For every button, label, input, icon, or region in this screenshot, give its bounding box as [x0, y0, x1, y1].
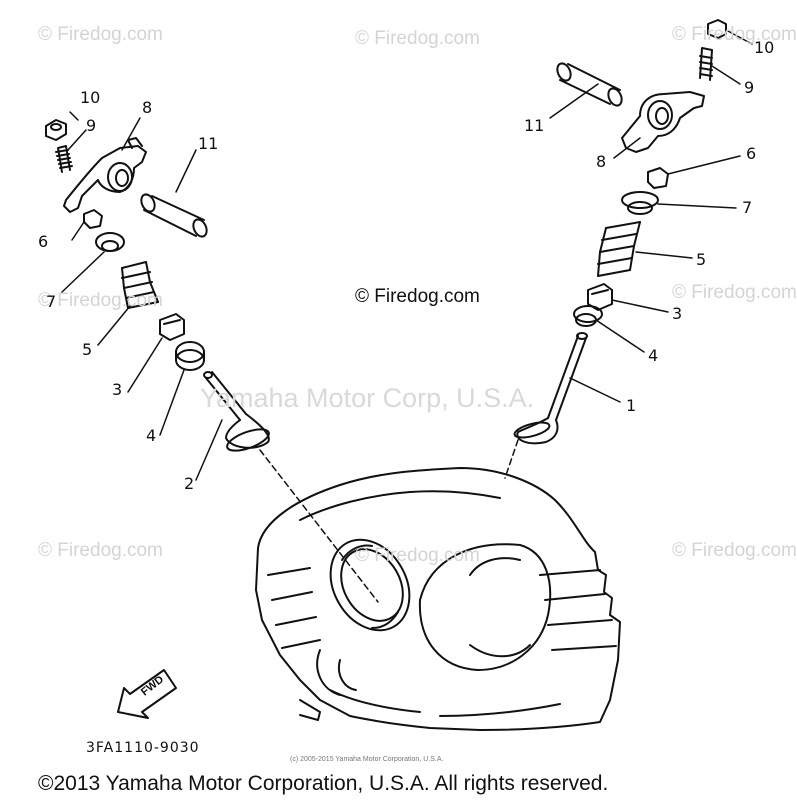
- callout-10-right: 10: [754, 38, 775, 57]
- left-valve-assembly: [45, 111, 270, 481]
- cylinder-head: [255, 467, 621, 731]
- fine-print: (c) 2005-2015 Yamaha Motor Corporation, …: [290, 756, 444, 763]
- right-valve-assembly: [513, 19, 753, 445]
- callout-6-left: 6: [38, 232, 49, 251]
- callout-7-left: 7: [46, 292, 57, 311]
- watermark-brand: Yamaha Motor Corp, U.S.A.: [200, 383, 535, 413]
- callout-3-left: 3: [112, 380, 123, 399]
- watermark: © Firedog.com: [38, 540, 163, 561]
- callout-1-right: 1: [626, 396, 637, 415]
- callout-6-right: 6: [746, 144, 757, 163]
- callout-11-right: 11: [524, 116, 545, 135]
- copyright-notice: ©2013 Yamaha Motor Corporation, U.S.A. A…: [38, 772, 609, 795]
- callout-9-right: 9: [744, 78, 755, 97]
- watermark-center: © Firedog.com: [355, 286, 480, 307]
- watermark: © Firedog.com: [38, 290, 163, 311]
- watermark: © Firedog.com: [355, 28, 480, 49]
- watermark: © Firedog.com: [355, 545, 480, 566]
- watermark: © Firedog.com: [38, 24, 163, 45]
- callout-3-right: 3: [672, 304, 683, 323]
- callout-5-left: 5: [82, 340, 93, 359]
- callout-8-left: 8: [142, 98, 153, 117]
- callout-11-left: 11: [198, 134, 219, 153]
- callout-5-right: 5: [696, 250, 707, 269]
- callout-9-left: 9: [86, 116, 97, 135]
- diagram-code: 3FA1110-9030: [86, 740, 200, 756]
- callout-8-right: 8: [596, 152, 607, 171]
- watermark: © Firedog.com: [672, 282, 797, 303]
- watermark: © Firedog.com: [672, 540, 797, 561]
- callout-7-right: 7: [742, 198, 753, 217]
- callout-4-right: 4: [648, 346, 659, 365]
- assembly-lines: [259, 439, 519, 603]
- watermark: © Firedog.com: [672, 24, 797, 45]
- callout-2-left: 2: [184, 474, 195, 493]
- callout-4-left: 4: [146, 426, 157, 445]
- fwd-arrow-icon: [117, 669, 177, 719]
- callout-10-left: 10: [80, 88, 101, 107]
